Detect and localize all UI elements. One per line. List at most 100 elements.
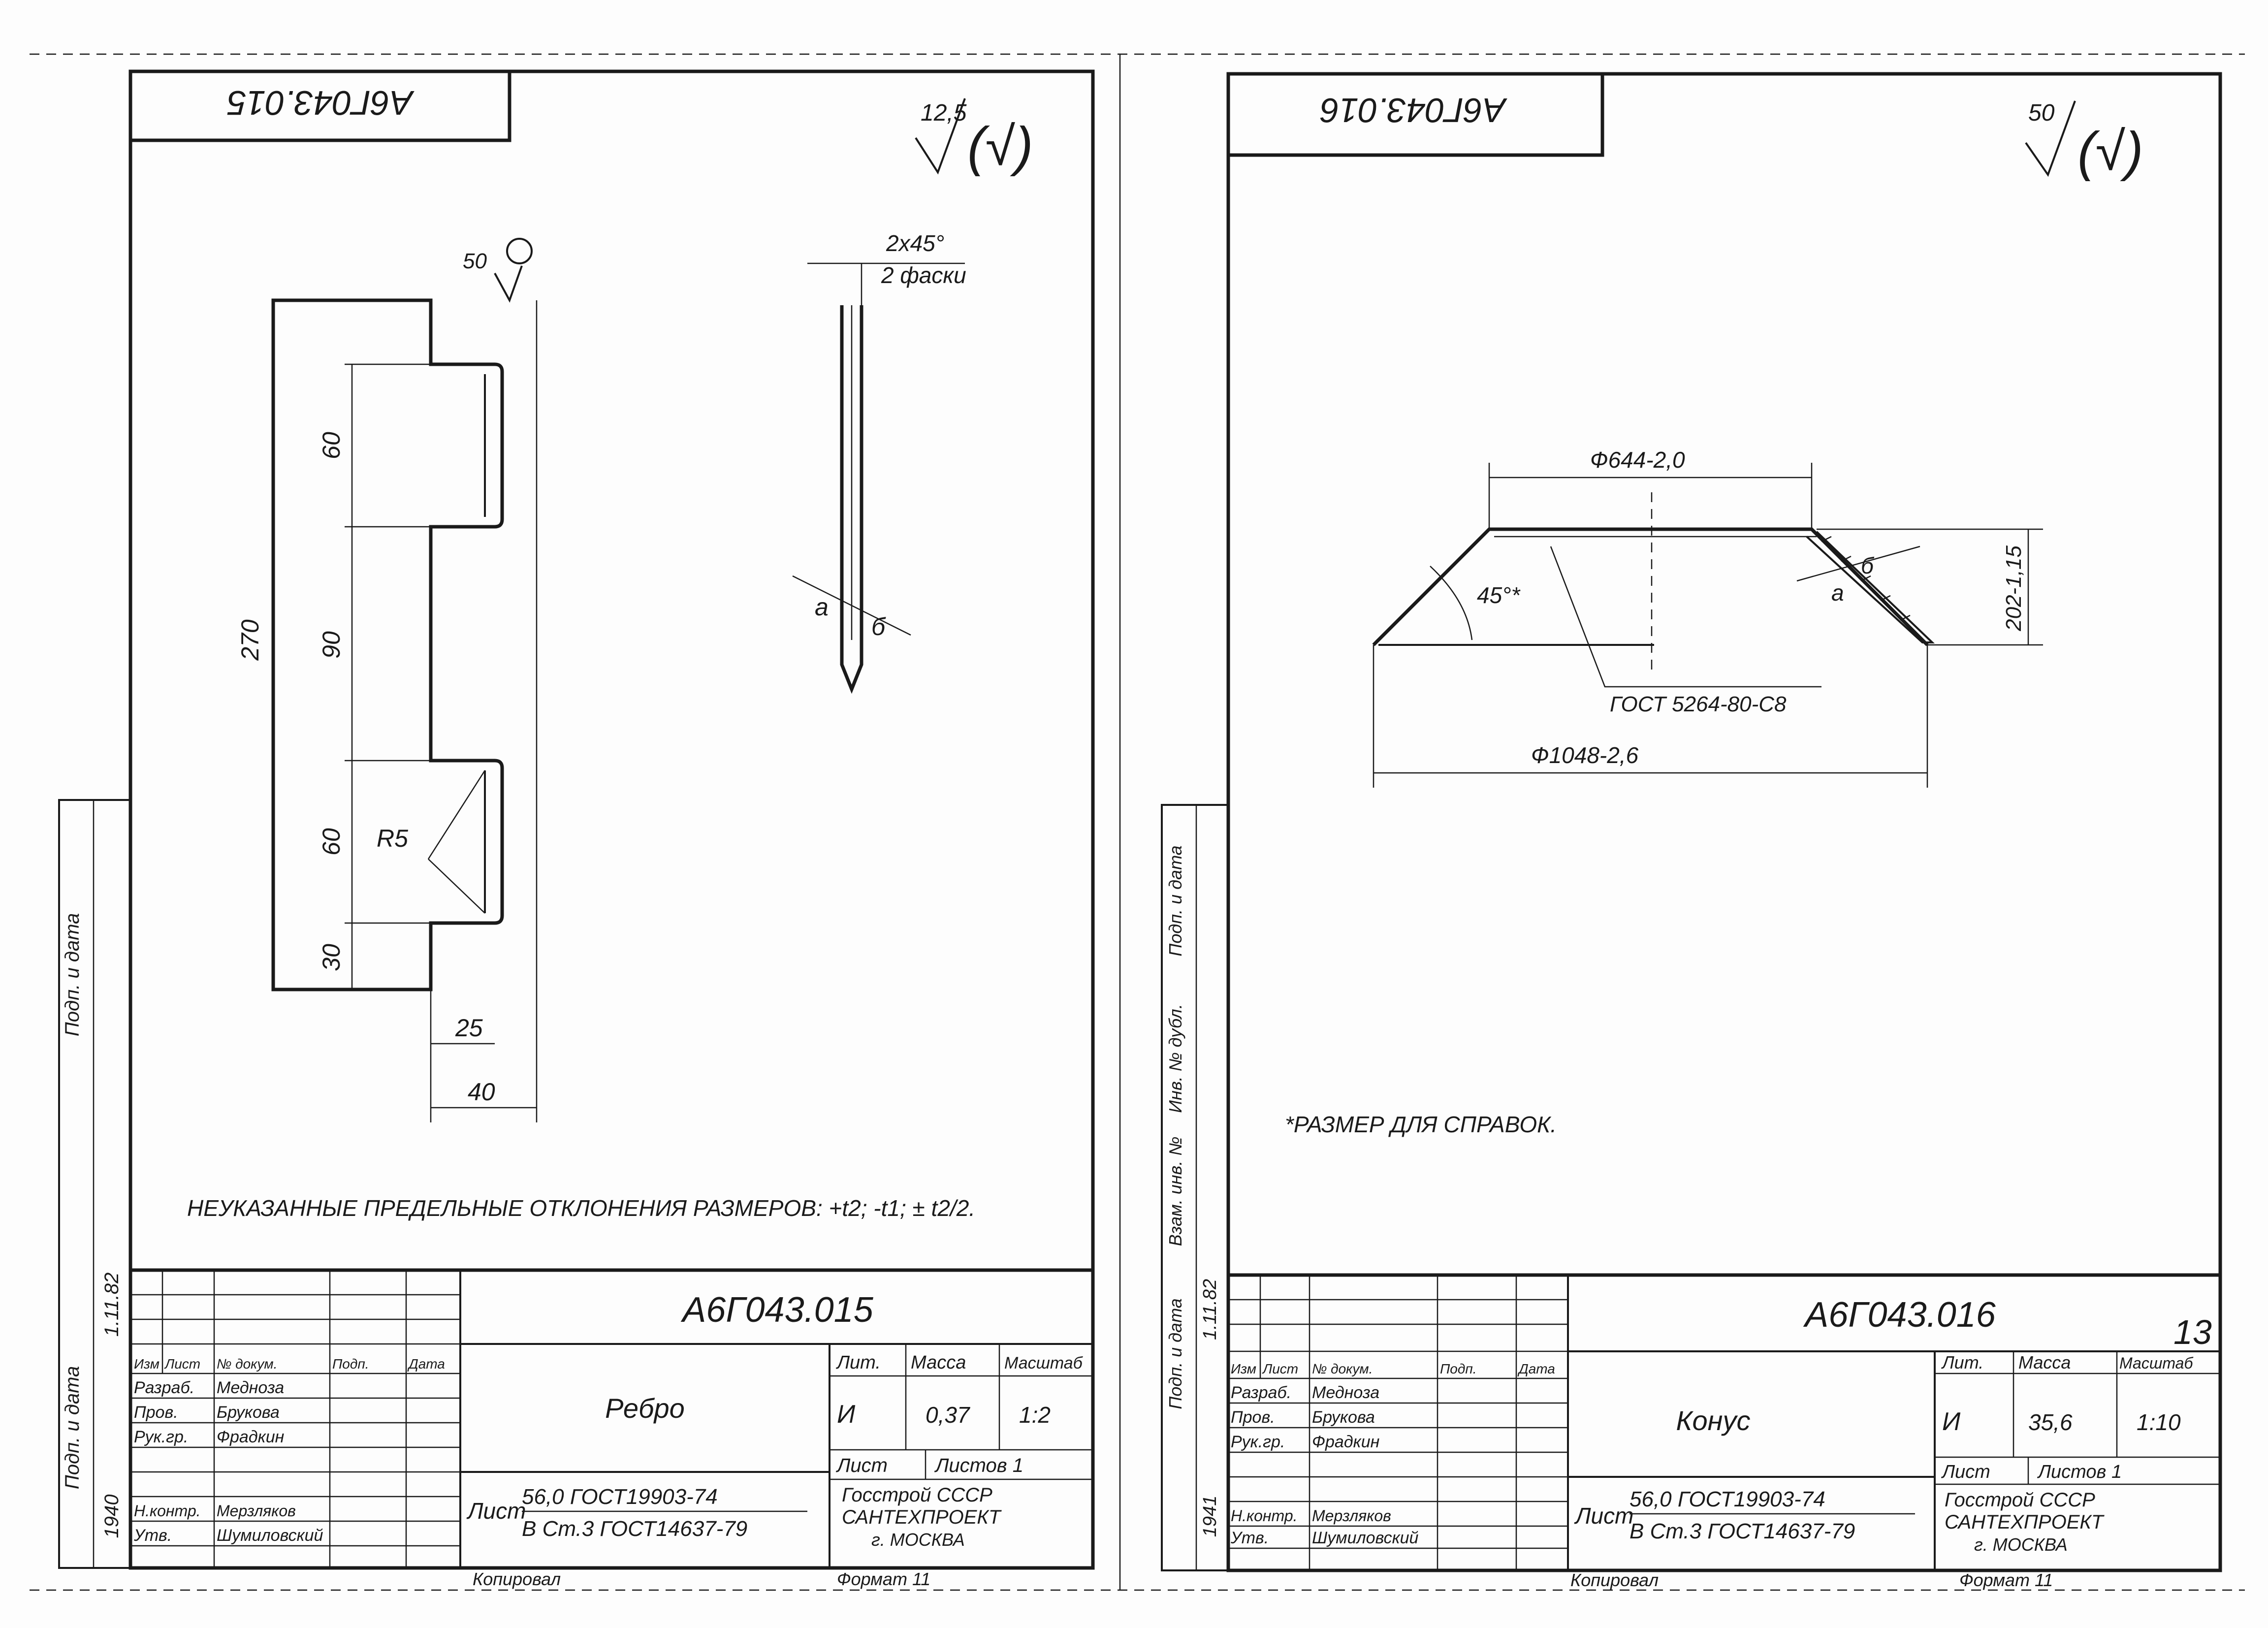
tb2-list-label: Лист [1941, 1462, 1990, 1482]
section-label-b: б [871, 613, 886, 640]
tb1-scale: 1:2 [1019, 1402, 1051, 1428]
tb1-name-3: Фрадкин [217, 1428, 285, 1446]
tb2-lit-label: Лит. [1941, 1352, 1983, 1373]
sheet-2-note: *РАЗМЕР ДЛЯ СПРАВОК. [1285, 1112, 1557, 1137]
surface-circle [506, 238, 533, 264]
tb1-mass: 0,37 [926, 1402, 970, 1428]
tb1-role-5: Утв. [133, 1526, 172, 1545]
tb2-role-1: Разраб. [1231, 1383, 1291, 1402]
tb2-role-5: Утв. [1230, 1529, 1269, 1547]
sheet-2-roughness-symbol [2025, 100, 2076, 177]
tb1-role-1: Разраб. [134, 1378, 194, 1397]
dim-radius: R5 [377, 825, 408, 852]
hatch-2 [1841, 555, 1852, 562]
sheet-2-top-code: А6Г043.016 [1320, 91, 1508, 129]
tb2-scale: 1:10 [2137, 1409, 2181, 1435]
tb1-org-1: Госстрой СССР [842, 1484, 992, 1506]
hatch-4 [1880, 595, 1891, 602]
chamfer-1: 2x45° [886, 230, 944, 256]
tb1-name-2: Брукова [217, 1403, 280, 1422]
tb2-role-2: Пров. [1231, 1408, 1275, 1427]
tb1-col-sign: Подп. [332, 1356, 369, 1372]
tb2-role-3: Рук.гр. [1231, 1433, 1285, 1451]
tb2-material-prefix: Лист [1574, 1503, 1633, 1529]
sheet-2-roughness-general: (√) [2077, 121, 2143, 182]
side-date-1: 1.11.82 [101, 1273, 123, 1337]
side-stamp-2c: Взам. инв. № [1165, 1137, 1185, 1246]
tb2-scale-label: Масштаб [2119, 1354, 2193, 1372]
tb2-material-bottom: В Ст.3 ГОСТ14637-79 [1629, 1519, 1855, 1543]
dim-30: 30 [318, 944, 345, 971]
section-2-b: б [1861, 553, 1875, 578]
tb2-format: Формат 11 [1959, 1570, 2053, 1590]
tb1-format: Формат 11 [837, 1569, 930, 1589]
tb2-name-3: Фрадкин [1312, 1433, 1380, 1451]
sheet-2-code: А6Г043.016 [1803, 1295, 1996, 1335]
rib-outline [271, 298, 504, 991]
dim-60-top: 60 [318, 432, 345, 459]
tb2-name-4: Мерзляков [1312, 1507, 1391, 1525]
sheet-1-top-code-box [128, 69, 511, 142]
sheet-1-title-block [128, 1268, 1095, 1570]
cone-wall-section [1806, 531, 1935, 643]
sheet-2-roughness-value: 50 [2028, 100, 2055, 126]
hatch-3 [1860, 575, 1871, 582]
tb1-list-label: Лист [835, 1455, 888, 1476]
tb2-role-4: Н.контр. [1231, 1507, 1298, 1525]
tb2-part-name: Конус [1676, 1405, 1751, 1436]
dim-height: 202-1,15 [2002, 545, 2026, 632]
tb1-org-2: САНТЕХПРОЕКТ [842, 1506, 1002, 1528]
weld-leader [1550, 546, 1821, 688]
tb1-material-top: 56,0 ГОСТ19903-74 [522, 1485, 718, 1509]
sheet-1: А6Г043.015 12,5 (√) 270 60 90 60 30 R5 2… [58, 69, 1095, 1589]
dim-60-bottom: 60 [318, 828, 345, 856]
tb1-copied: Копировал [473, 1569, 561, 1589]
tb1-role-2: Пров. [134, 1403, 178, 1422]
sheet-2: А6Г043.016 50 (√) Ф644-2,0 Ф1048-2,6 202… [1161, 72, 2222, 1590]
tb2-col-izm: Изм [1231, 1361, 1256, 1376]
sheet-1-roughness-general: (√) [967, 116, 1033, 177]
tb1-role-3: Рук.гр. [134, 1428, 188, 1446]
tb2-material-top: 56,0 ГОСТ19903-74 [1629, 1487, 1825, 1511]
sheet-1-roughness-symbol [915, 98, 966, 175]
sheet-1-side-stamp [58, 799, 131, 1569]
dim-angle: 45°* [1477, 582, 1521, 608]
tb1-col-izm: Изм [134, 1356, 160, 1372]
hatch-5 [1900, 614, 1911, 621]
side-stamp-2d: Подп. и дата [1165, 1298, 1185, 1409]
sheet-2-title-block [1226, 1273, 2222, 1572]
surface-value: 50 [463, 249, 487, 273]
tb2-mass-label: Масса [2018, 1352, 2071, 1373]
tb1-lit-label: Лит. [835, 1352, 881, 1373]
tb1-role-4: Н.контр. [134, 1502, 201, 1520]
dim-bot-dia: Ф1048-2,6 [1531, 742, 1639, 768]
side-year-2: 1941 [1200, 1496, 1220, 1537]
dim-top-dia: Ф644-2,0 [1590, 447, 1685, 473]
sheet-1-top-code: А6Г043.015 [227, 84, 415, 122]
tb1-col-doc: № докум. [217, 1356, 277, 1372]
tb2-copied: Копировал [1570, 1570, 1659, 1590]
section-cut-line [792, 575, 911, 636]
tb1-name-5: Шумиловский [217, 1526, 323, 1545]
dim-270: 270 [236, 619, 264, 661]
dim-25: 25 [455, 1014, 483, 1042]
cone-outline [1372, 527, 1929, 646]
section-view [840, 305, 863, 694]
tb2-sheets-label: Листов 1 [2037, 1462, 2122, 1482]
tb2-name-1: Медноза [1312, 1383, 1379, 1402]
tb2-org-2: САНТЕХПРОЕКТ [1945, 1511, 2105, 1533]
side-date-2: 1.11.82 [1200, 1279, 1220, 1340]
side-stamp-2a: Подп. и дата [1165, 845, 1185, 956]
tb2-org-3: г. МОСКВА [1974, 1534, 2068, 1555]
hatch-1 [1821, 536, 1832, 543]
tb1-signature-grid [130, 1270, 460, 1568]
tb1-name-4: Мерзляков [217, 1502, 296, 1520]
dim-40: 40 [468, 1078, 495, 1106]
weld-label: ГОСТ 5264-80-С8 [1610, 692, 1787, 716]
tb2-name-2: Брукова [1312, 1408, 1375, 1427]
side-stamp-2b: Инв. № дубл. [1165, 1004, 1185, 1113]
tb2-mass: 35,6 [2028, 1409, 2073, 1435]
tb1-col-list: Лист [164, 1356, 200, 1372]
